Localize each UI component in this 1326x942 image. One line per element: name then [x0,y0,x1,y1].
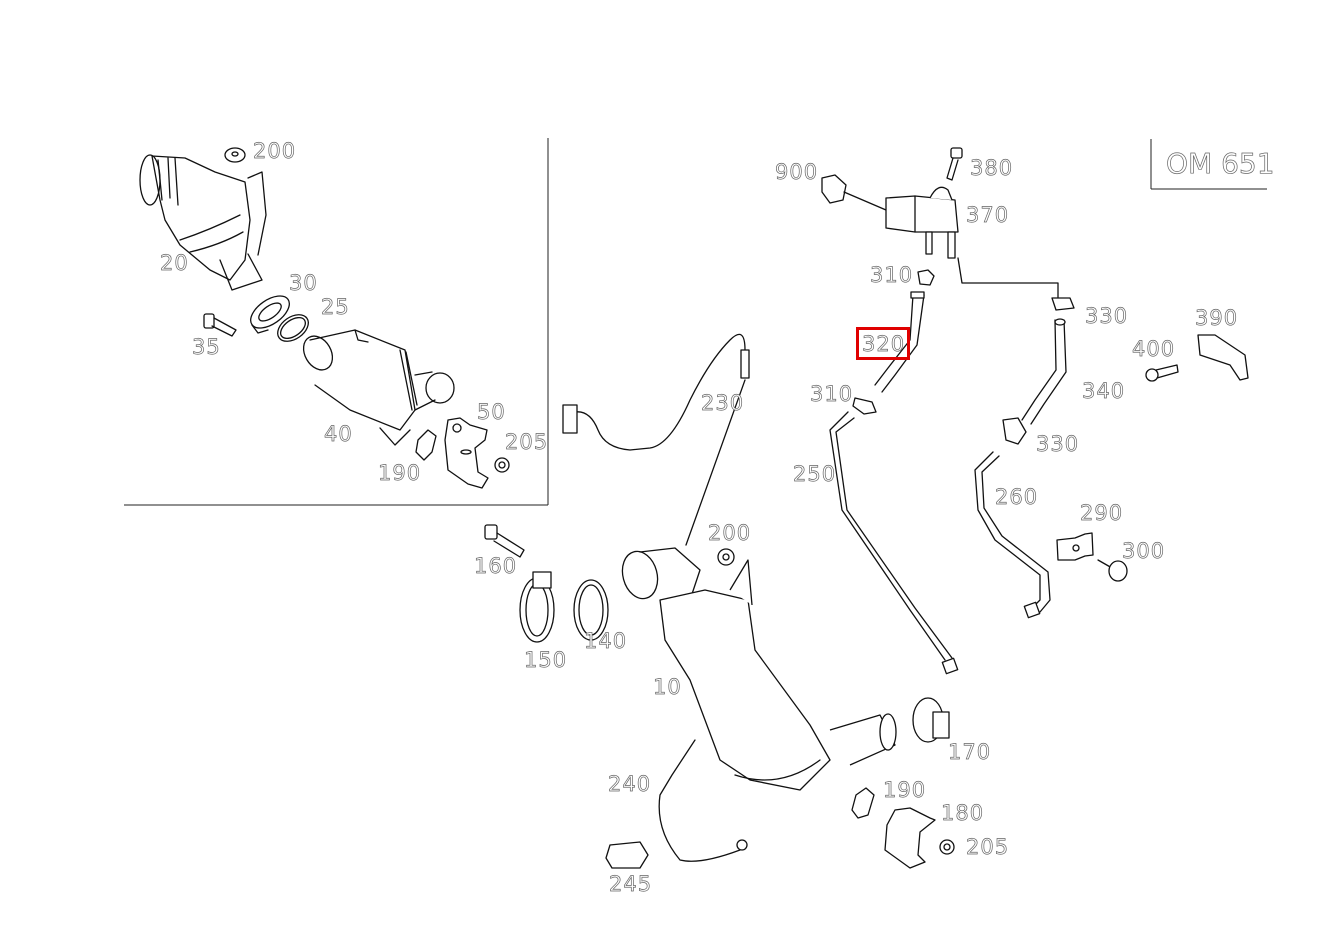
callout-900: 900 [775,160,819,184]
part-400-bolt-icon [1145,364,1179,382]
callout-290: 290 [1080,501,1124,525]
callout-190b: 190 [883,778,927,802]
part-240-sensor-icon [658,739,748,862]
part-35-bolt-icon [203,313,237,337]
callout-170: 170 [948,740,992,764]
callout-230: 230 [701,391,745,415]
callout-245: 245 [609,872,653,896]
callout-330a: 330 [1085,304,1129,328]
callout-250: 250 [793,462,837,486]
callout-180: 180 [941,801,985,825]
callout-40: 40 [324,422,353,446]
part-205-nut-icon-b [939,839,955,855]
inset-frame [124,138,549,506]
part-320-hose-icon [874,291,925,393]
callout-330b: 330 [1036,432,1080,456]
callout-50a: 50 [477,400,506,424]
callout-380: 380 [970,156,1014,180]
callout-390: 390 [1195,306,1239,330]
part-250-pipe-icon [829,411,959,675]
part-900-connector-icon [821,174,887,211]
part-160-bolt-icon [484,524,525,558]
part-180-bracket-icon [884,807,936,869]
callout-200a: 200 [253,139,297,163]
part-390-bracket-icon [1197,334,1249,381]
part-190-clip-icon [415,429,437,461]
part-10-dpf-icon [621,547,897,791]
part-150-clamp-icon [519,571,555,643]
callout-10: 10 [653,675,682,699]
part-370-pressure-sensor-icon [885,186,1059,299]
part-290-bracket-icon [1056,532,1094,561]
part-30-clamp-icon [250,295,290,334]
callout-300: 300 [1122,539,1166,563]
part-330-clamp-bottom-icon [1002,417,1027,445]
part-310-clamp-top-icon [917,269,935,286]
callout-20: 20 [160,251,189,275]
callout-340: 340 [1082,379,1126,403]
part-300-screw-icon [1097,559,1128,582]
title-frame [1150,139,1267,190]
callout-140: 140 [584,629,628,653]
part-40-dpf-icon [302,329,455,446]
part-50-bracket-icon [444,417,489,489]
callout-160: 160 [474,554,518,578]
part-245-bracket-icon [605,841,649,869]
callout-205b: 205 [966,835,1010,859]
part-25-gasket-icon [277,314,309,342]
part-140-ring-icon [573,579,609,641]
callout-310a: 310 [870,263,914,287]
callout-260: 260 [995,485,1039,509]
callout-320[interactable]: 320 [862,332,906,356]
part-170-clamp-icon [912,697,950,743]
part-205-nut-icon [494,457,510,473]
part-200-nut-icon [224,147,246,163]
highlight-box-320[interactable] [856,327,910,360]
callout-370: 370 [966,203,1010,227]
callout-150: 150 [524,648,568,672]
part-20-catalyst-icon [139,154,267,291]
part-310-clamp-bottom-icon [852,397,877,415]
part-340-hose-icon [1021,318,1067,425]
callout-310b: 310 [810,382,854,406]
part-190-clip-icon [851,787,875,819]
part-260-pipe-icon [974,451,1051,619]
engine-model-title: OM 651 [1166,147,1275,180]
part-380-bolt-icon [946,147,963,181]
callout-25: 25 [321,295,350,319]
callout-200b: 200 [708,521,752,545]
callout-205a: 205 [505,430,549,454]
callout-190a: 190 [378,461,422,485]
callout-240: 240 [608,772,652,796]
part-230-sensor-icon [562,333,750,546]
callout-30: 30 [289,271,318,295]
callout-400: 400 [1132,337,1176,361]
part-330-clamp-top-icon [1051,297,1075,311]
callout-35: 35 [192,335,221,359]
